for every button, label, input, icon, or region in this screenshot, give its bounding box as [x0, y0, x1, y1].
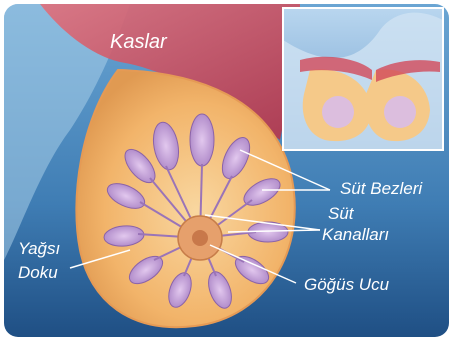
- label-nipple: Göğüs Ucu: [304, 275, 390, 294]
- label-fatty-tissue-line1: Yağsı: [18, 239, 60, 258]
- label-milk-ducts-line1: Süt: [328, 204, 355, 223]
- label-milk-glands: Süt Bezleri: [340, 179, 423, 198]
- label-milk-ducts-line2: Kanalları: [322, 225, 389, 244]
- label-muscles: Kaslar: [110, 31, 168, 53]
- label-fatty-tissue-line2: Doku: [18, 263, 58, 282]
- inset-illustration: [283, 8, 443, 150]
- nipple: [192, 230, 208, 246]
